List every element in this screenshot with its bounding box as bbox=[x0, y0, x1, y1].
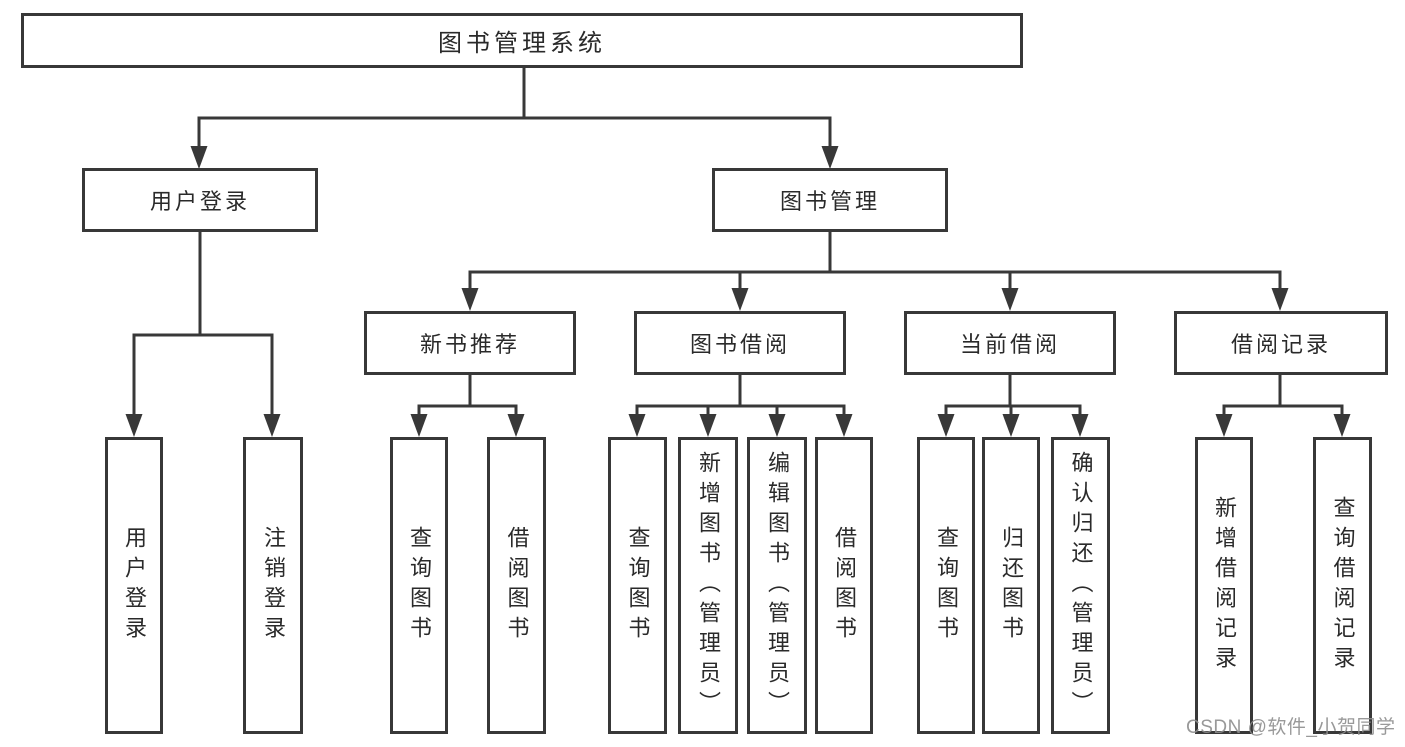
connector-user-login-children bbox=[125, 230, 281, 437]
arrowhead bbox=[1333, 414, 1351, 437]
leaf-bb-query-books-label: 查询图书 bbox=[625, 525, 651, 646]
leaf-logout-label: 注销登录 bbox=[261, 525, 286, 646]
arrowhead bbox=[1001, 288, 1019, 311]
branch-line bbox=[417, 373, 518, 420]
arrowhead bbox=[1271, 288, 1289, 311]
leaf-br-add-record: 新增借阅记录 bbox=[1195, 437, 1253, 734]
leaf-cb-confirm-return-admin-label: 确认归还（管理员） bbox=[1068, 450, 1094, 721]
connector-root-to-level2 bbox=[190, 66, 839, 169]
node-system-root: 图书管理系统 bbox=[21, 13, 1023, 68]
arrowhead bbox=[699, 414, 717, 437]
leaf-bb-edit-books-admin: 编辑图书（管理员） bbox=[747, 437, 807, 734]
branch-line bbox=[132, 230, 274, 420]
connector-current-borrow-children bbox=[937, 373, 1089, 437]
node-new-book-recommend: 新书推荐 bbox=[364, 311, 576, 375]
leaf-nb-borrow-books-label: 借阅图书 bbox=[504, 525, 530, 646]
leaf-bb-borrow-books: 借阅图书 bbox=[815, 437, 873, 734]
connector-borrow-records-children bbox=[1215, 373, 1351, 437]
leaf-cb-query-books-label: 查询图书 bbox=[934, 525, 959, 646]
node-system-root-label: 图书管理系统 bbox=[438, 30, 606, 57]
arrowhead bbox=[1002, 414, 1020, 437]
leaf-user-login: 用户登录 bbox=[105, 437, 163, 734]
leaf-cb-return-books: 归还图书 bbox=[982, 437, 1040, 734]
node-new-book-recommend-label: 新书推荐 bbox=[419, 332, 520, 357]
leaf-br-query-record: 查询借阅记录 bbox=[1313, 437, 1372, 734]
arrowhead bbox=[821, 146, 839, 169]
node-book-management-label: 图书管理 bbox=[779, 189, 880, 214]
connector-new-book-recommend-children bbox=[410, 373, 525, 437]
branch-line bbox=[635, 373, 846, 420]
arrowhead bbox=[190, 146, 208, 169]
watermark-text: CSDN @软件_小贺同学 bbox=[1186, 717, 1396, 738]
leaf-br-query-record-label: 查询借阅记录 bbox=[1330, 495, 1356, 676]
leaf-br-add-record-label: 新增借阅记录 bbox=[1212, 495, 1237, 676]
arrowhead bbox=[507, 414, 525, 437]
node-current-borrow-label: 当前借阅 bbox=[959, 332, 1060, 357]
connector-book-management-children bbox=[461, 230, 1289, 311]
arrowhead bbox=[461, 288, 479, 311]
node-user-login: 用户登录 bbox=[82, 168, 318, 232]
arrowhead bbox=[1215, 414, 1233, 437]
leaf-bb-borrow-books-label: 借阅图书 bbox=[832, 525, 857, 646]
node-book-borrow-label: 图书借阅 bbox=[689, 332, 790, 357]
leaf-nb-query-books: 查询图书 bbox=[390, 437, 448, 734]
leaf-cb-confirm-return-admin: 确认归还（管理员） bbox=[1051, 437, 1110, 734]
node-book-borrow: 图书借阅 bbox=[634, 311, 846, 375]
node-user-login-label: 用户登录 bbox=[149, 189, 250, 214]
leaf-bb-add-books-admin: 新增图书（管理员） bbox=[678, 437, 738, 734]
node-book-management: 图书管理 bbox=[712, 168, 948, 232]
leaf-nb-query-books-label: 查询图书 bbox=[407, 525, 432, 646]
arrowhead bbox=[628, 414, 646, 437]
leaf-bb-edit-books-admin-label: 编辑图书（管理员） bbox=[765, 450, 790, 721]
watermark: CSDN @软件_小贺同学 bbox=[1186, 712, 1395, 739]
arrowhead bbox=[731, 288, 749, 311]
node-borrow-records: 借阅记录 bbox=[1174, 311, 1388, 375]
branch-line bbox=[944, 373, 1082, 420]
branch-line bbox=[1222, 373, 1344, 420]
branch-line bbox=[197, 66, 832, 152]
arrowhead bbox=[1071, 414, 1089, 437]
leaf-bb-add-books-admin-label: 新增图书（管理员） bbox=[696, 450, 721, 721]
leaf-logout: 注销登录 bbox=[243, 437, 303, 734]
arrowhead bbox=[937, 414, 955, 437]
leaf-cb-query-books: 查询图书 bbox=[917, 437, 975, 734]
leaf-nb-borrow-books: 借阅图书 bbox=[487, 437, 546, 734]
leaf-bb-query-books: 查询图书 bbox=[608, 437, 667, 734]
connector-book-borrow-children bbox=[628, 373, 853, 437]
arrowhead bbox=[768, 414, 786, 437]
arrowhead bbox=[835, 414, 853, 437]
arrowhead bbox=[263, 414, 281, 437]
leaf-cb-return-books-label: 归还图书 bbox=[999, 525, 1024, 646]
leaf-user-login-label: 用户登录 bbox=[122, 525, 147, 646]
node-current-borrow: 当前借阅 bbox=[904, 311, 1116, 375]
arrowhead bbox=[125, 414, 143, 437]
node-borrow-records-label: 借阅记录 bbox=[1230, 332, 1331, 357]
arrowhead bbox=[410, 414, 428, 437]
branch-line bbox=[468, 230, 1282, 294]
